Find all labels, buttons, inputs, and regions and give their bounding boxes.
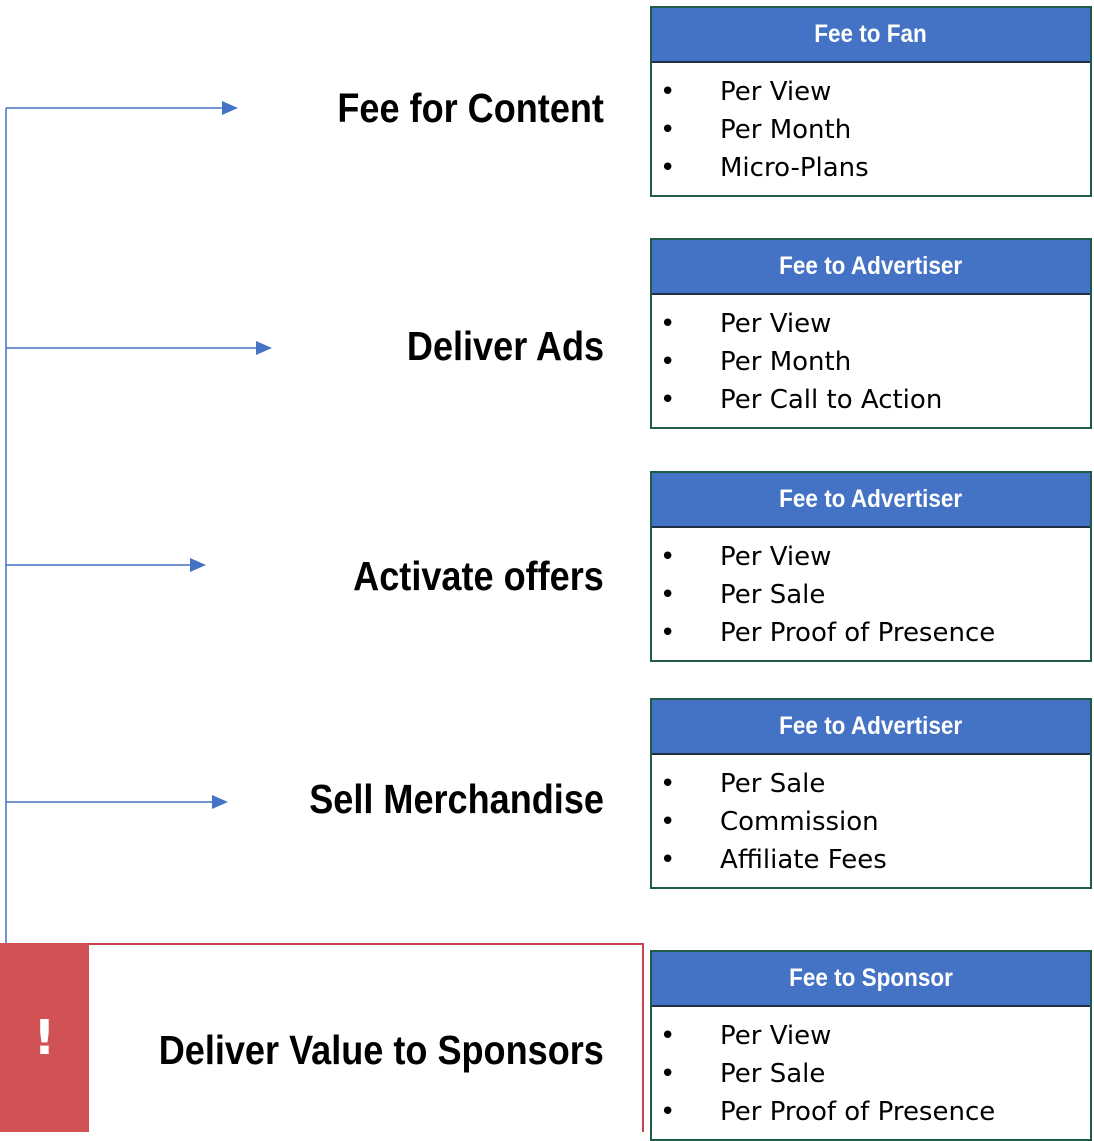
highlight-panel bbox=[0, 943, 644, 1132]
arrow-sell-merchandise bbox=[6, 795, 228, 809]
alert-block: ! bbox=[0, 943, 89, 1132]
arrow-deliver-ads bbox=[6, 341, 272, 355]
fee-list-item: •Per Proof of Presence bbox=[660, 618, 996, 648]
fee-list-item: •Per View bbox=[660, 542, 832, 572]
fee-list-item: •Per View bbox=[660, 1021, 832, 1051]
fee-list: •Per Sale •Commission •Affiliate Fees bbox=[652, 755, 1090, 887]
fee-list-item: •Per View bbox=[660, 77, 832, 107]
fee-list-item: •Per Sale bbox=[660, 1059, 826, 1089]
fee-box-advertiser-merchandise: Fee to Advertiser •Per Sale •Commission … bbox=[650, 698, 1092, 889]
arrow-fee-for-content bbox=[6, 101, 238, 115]
fee-box-sponsor: Fee to Sponsor •Per View •Per Sale •Per … bbox=[650, 950, 1092, 1141]
stream-label-sell-merchandise: Sell Merchandise bbox=[309, 776, 604, 822]
fee-list: •Per View •Per Month •Micro-Plans bbox=[652, 63, 1090, 195]
fee-list: •Per View •Per Month •Per Call to Action bbox=[652, 295, 1090, 427]
fee-box-header: Fee to Sponsor bbox=[652, 952, 1090, 1007]
fee-list-item: •Affiliate Fees bbox=[660, 845, 887, 875]
fee-list-item: •Micro-Plans bbox=[660, 153, 869, 183]
fee-list-item: •Per Sale bbox=[660, 580, 826, 610]
fee-list-item: •Per Proof of Presence bbox=[660, 1097, 996, 1127]
fee-list-item: •Commission bbox=[660, 807, 879, 837]
fee-list: •Per View •Per Sale •Per Proof of Presen… bbox=[652, 1007, 1090, 1139]
stream-label-deliver-ads: Deliver Ads bbox=[406, 323, 604, 369]
fee-box-header: Fee to Advertiser bbox=[652, 240, 1090, 295]
fee-box-header: Fee to Fan bbox=[652, 8, 1090, 63]
fee-list: •Per View •Per Sale •Per Proof of Presen… bbox=[652, 528, 1090, 660]
fee-box-fan: Fee to Fan •Per View •Per Month •Micro-P… bbox=[650, 6, 1092, 197]
stream-label-fee-for-content: Fee for Content bbox=[337, 85, 604, 131]
fee-box-header: Fee to Advertiser bbox=[652, 700, 1090, 755]
exclamation-icon: ! bbox=[33, 1009, 56, 1066]
fee-list-item: •Per Month bbox=[660, 347, 852, 377]
fee-list-item: •Per Sale bbox=[660, 769, 826, 799]
stream-label-deliver-value-to-sponsors: Deliver Value to Sponsors bbox=[158, 1027, 604, 1073]
stream-label-activate-offers: Activate offers bbox=[353, 553, 604, 599]
fee-box-header: Fee to Advertiser bbox=[652, 473, 1090, 528]
fee-list-item: •Per Call to Action bbox=[660, 385, 943, 415]
arrow-activate-offers bbox=[6, 558, 206, 572]
fee-box-advertiser-ads: Fee to Advertiser •Per View •Per Month •… bbox=[650, 238, 1092, 429]
fee-list-item: •Per Month bbox=[660, 115, 852, 145]
fee-list-item: •Per View bbox=[660, 309, 832, 339]
fee-box-advertiser-offers: Fee to Advertiser •Per View •Per Sale •P… bbox=[650, 471, 1092, 662]
